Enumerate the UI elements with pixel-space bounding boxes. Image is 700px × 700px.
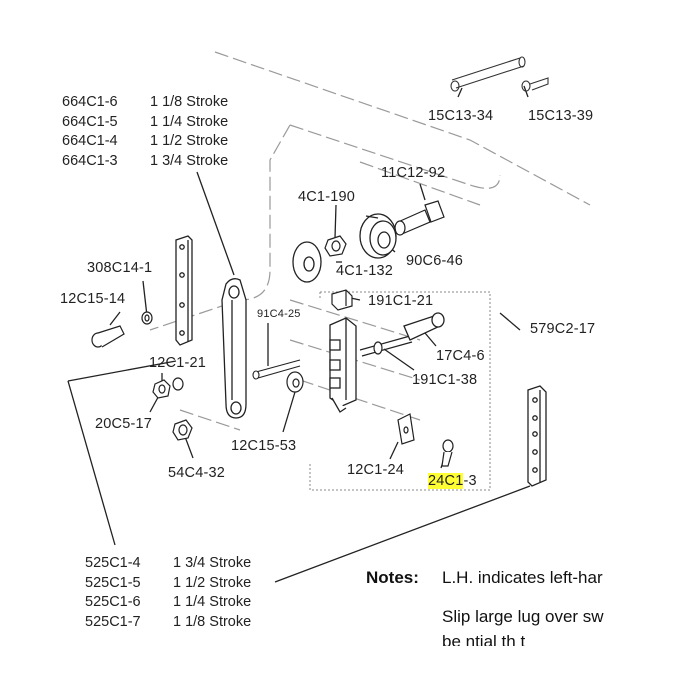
stroke-part-number: 664C1-5 — [62, 113, 118, 130]
search-highlight: 24C1 — [428, 473, 464, 489]
label-191C1-21: 191C1-21 — [368, 293, 434, 309]
washer-4C1-132 — [292, 241, 322, 283]
nut-4C1-190 — [324, 235, 347, 257]
stroke-part-number: 525C1-5 — [85, 574, 141, 591]
washer-12C15-53 — [286, 371, 304, 393]
label-24C1-3: 24C1-3 — [428, 473, 477, 490]
label-4C1-190: 4C1-190 — [298, 189, 356, 205]
stroke-row: 525C1-4 1 3/4 Stroke — [85, 554, 251, 574]
shaft-11C12-92 — [394, 200, 445, 236]
stroke-part-number: 525C1-6 — [85, 594, 141, 610]
notes-heading: Notes: — [366, 568, 419, 587]
stroke-length: 1 3/4 Stroke — [173, 555, 252, 571]
stroke-length: 1 1/2 Stroke — [173, 574, 252, 591]
label-12C15-14: 12C15-14 — [60, 291, 126, 307]
label-24C1-3-suffix: -3 — [463, 473, 477, 489]
pin-91C4-25 — [252, 359, 301, 380]
stroke-length: 1 1/4 Stroke — [173, 594, 252, 610]
label-54C4-32: 54C4-32 — [168, 465, 226, 481]
notes-line-3: be ntial th t — [442, 632, 526, 646]
label-91C4-25: 91C4-25 — [257, 308, 301, 320]
notes-line-1: L.H. indicates left-har — [442, 568, 603, 587]
stroke-row: 664C1-4 1 1/2 Stroke — [62, 132, 228, 152]
nut-20C5-17 — [152, 377, 184, 399]
label-15C13-39: 15C13-39 — [528, 108, 594, 124]
handle-17C4-6 — [403, 312, 445, 341]
pin-191C1-38 — [359, 335, 413, 357]
label-12C1-24: 12C1-24 — [347, 462, 405, 478]
bolt-12C15-14 — [91, 311, 153, 348]
label-12C1-21: 12C1-21 — [149, 355, 207, 371]
clip-12C1-24 — [397, 413, 415, 445]
stroke-row: 664C1-6 1 1/8 Stroke — [62, 93, 228, 113]
stroke-part-number: 664C1-3 — [62, 152, 118, 169]
stroke-part-number: 664C1-6 — [62, 94, 118, 110]
label-12C15-53: 12C15-53 — [231, 438, 297, 454]
subassembly-box — [309, 291, 491, 491]
stroke-row: 664C1-3 1 3/4 Stroke — [62, 152, 228, 172]
stroke-length: 1 1/4 Stroke — [150, 113, 229, 130]
label-579C2-17: 579C2-17 — [530, 321, 596, 337]
label-191C1-38: 191C1-38 — [412, 372, 478, 388]
stroke-part-number: 525C1-4 — [85, 555, 141, 571]
arm-664C1 — [221, 278, 247, 419]
stroke-row: 525C1-6 1 1/4 Stroke — [85, 593, 251, 613]
stroke-length: 1 3/4 Stroke — [150, 152, 229, 169]
stroke-length: 1 1/2 Stroke — [150, 133, 229, 149]
stroke-length: 1 1/8 Stroke — [150, 94, 229, 110]
label-4C1-132: 4C1-132 — [336, 263, 394, 279]
stroke-row: 525C1-5 1 1/2 Stroke — [85, 574, 251, 594]
stroke-row: 664C1-5 1 1/4 Stroke — [62, 113, 228, 133]
stroke-part-number: 525C1-7 — [85, 613, 141, 630]
label-20C5-17: 20C5-17 — [95, 416, 153, 432]
wheel-90C6-46 — [359, 213, 397, 259]
notes-block: Notes: L.H. indicates left-har Slip larg… — [366, 566, 700, 646]
bracket-308C14-1 — [175, 235, 193, 346]
label-90C6-46: 90C6-46 — [406, 253, 464, 269]
latch-579C2-17 — [329, 317, 357, 413]
stroke-length: 1 1/8 Stroke — [173, 613, 252, 630]
label-11C12-92: 11C12-92 — [381, 165, 446, 181]
stroke-row: 525C1-7 1 1/8 Stroke — [85, 613, 251, 633]
label-17C4-6: 17C4-6 — [436, 348, 485, 364]
block-191C1-21 — [331, 289, 353, 311]
rod-assembly — [450, 56, 549, 92]
leader-lines — [67, 85, 531, 583]
label-308C14-1: 308C14-1 — [87, 260, 153, 276]
nut-54C4-32 — [172, 419, 193, 441]
label-15C13-34: 15C13-34 — [428, 108, 494, 124]
bracket-right — [527, 385, 547, 487]
notes-line-2: Slip large lug over sw — [442, 607, 604, 626]
stroke-part-number: 664C1-4 — [62, 133, 118, 149]
pin-24C1-3 — [441, 439, 454, 467]
